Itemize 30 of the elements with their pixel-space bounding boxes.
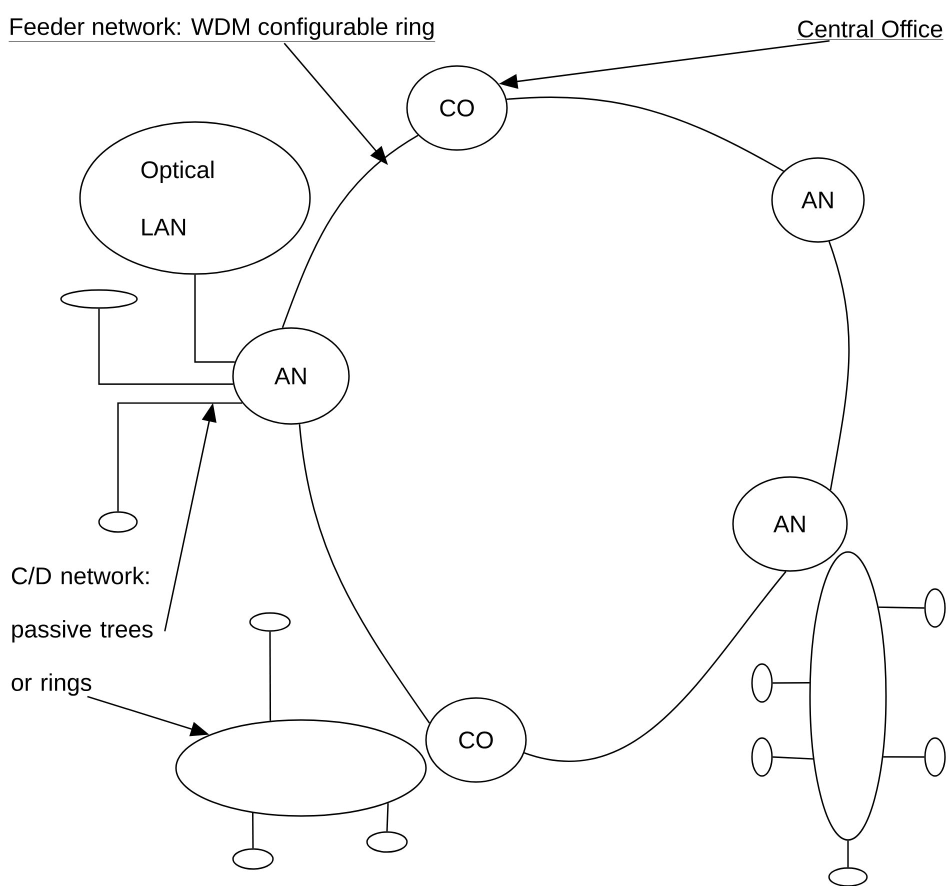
station-ellipse bbox=[924, 588, 946, 628]
ring-link bbox=[298, 424, 430, 724]
station-ellipse bbox=[98, 511, 138, 533]
station-ellipse bbox=[60, 289, 138, 309]
access-line bbox=[98, 308, 234, 385]
access-line bbox=[117, 402, 242, 512]
access-line bbox=[772, 756, 814, 760]
access-line bbox=[772, 682, 810, 684]
access-line bbox=[878, 606, 924, 609]
access-line bbox=[883, 756, 924, 758]
access-line bbox=[194, 274, 235, 363]
ring-link bbox=[828, 241, 850, 490]
ring-link bbox=[506, 96, 784, 172]
station-ellipse bbox=[751, 663, 773, 703]
ring-link bbox=[524, 571, 786, 762]
ring-link bbox=[282, 134, 418, 328]
station-ellipse bbox=[366, 831, 408, 853]
station-ellipse bbox=[249, 612, 291, 632]
station-ellipse bbox=[751, 737, 773, 777]
access-line bbox=[847, 840, 849, 868]
access-line bbox=[386, 803, 389, 832]
station-ellipse bbox=[924, 737, 946, 777]
access-line bbox=[252, 813, 254, 848]
station-ellipse bbox=[232, 848, 274, 870]
access-line bbox=[269, 632, 272, 721]
ring-ellipse bbox=[175, 719, 427, 817]
underlined-label: Central Office bbox=[796, 20, 944, 40]
callout-text: C/D network: passive trees or rings bbox=[12, 566, 153, 696]
underlined-label: Feeder network: WDM configurable ring bbox=[8, 17, 436, 42]
ring-ellipse bbox=[809, 551, 887, 841]
